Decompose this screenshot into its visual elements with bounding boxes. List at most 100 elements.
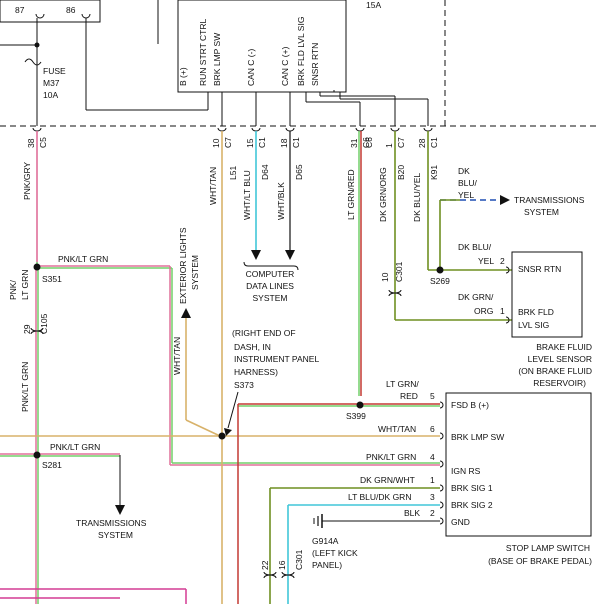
label-pnk-gry: PNK/GRY (22, 162, 32, 200)
connector-id: C1 (291, 137, 301, 148)
label-trans-bottom-1: TRANSMISSIONS (76, 518, 147, 528)
label-g914a-1: G914A (312, 536, 339, 546)
module-pin-86: 86 (66, 5, 76, 15)
module-pin-2: BRK LMP SW (212, 33, 222, 86)
fuse-rating-15a: 15A (366, 0, 381, 10)
inline-connectors (30, 289, 402, 579)
splices (33, 263, 444, 459)
label-exterior-lights-2: SYSTEM (190, 255, 200, 290)
connector-id: C5 (38, 137, 48, 148)
label-right-end-1: (RIGHT END OF (232, 328, 296, 338)
label-blu: BLU/ (458, 178, 478, 188)
module-pin-5: BRK FLD LVL SIG (296, 17, 306, 86)
label-g914a-3: PANEL) (312, 560, 342, 570)
label-k91: K91 (429, 165, 439, 180)
label-yel: YEL (458, 190, 474, 200)
label-pin-5: 5 (430, 391, 435, 401)
label-pnk-ltgrn-mid: PNK/LT GRN (50, 442, 100, 452)
label-s281: S281 (42, 460, 62, 470)
module-pin-3: CAN C (-) (246, 49, 256, 86)
label-pnk-ltgrn-h: PNK/LT GRN (366, 452, 416, 462)
switch-pin-ign-rs: IGN RS (451, 466, 481, 476)
connector-pin-num: 18 (279, 138, 289, 148)
label-exterior-lights-1: EXTERIOR LIGHTS (178, 227, 188, 304)
label-trans-sys-2: SYSTEM (524, 207, 559, 217)
arrows (115, 195, 510, 515)
fuse-id: M37 (43, 78, 60, 88)
label-s269: S269 (430, 276, 450, 286)
label-ltgrn-red: LT GRN/RED (346, 169, 356, 220)
label-wht-blk: WHT/BLK (276, 182, 286, 220)
switch-pin-brk-lmp-sw: BRK LMP SW (451, 432, 504, 442)
label-g914a-2: (LEFT KICK (312, 548, 358, 558)
label-c301: C301 (394, 261, 404, 282)
connector-pin-num: 28 (417, 138, 427, 148)
label-right-end-2: DASH, IN (234, 342, 271, 352)
connector-id: C1 (257, 137, 267, 148)
label-wht-ltblu: WHT/LT BLU (242, 170, 252, 220)
module-pin-0: B (+) (178, 67, 188, 86)
switch-pin-brk-sig-1: BRK SIG 1 (451, 483, 493, 493)
label-l51: L51 (228, 166, 238, 180)
label-pin-1-sensor: 1 (500, 306, 505, 316)
horizontal-labels: PNK/LT GRN S351 PNK/LT GRN S281 (RIGHT E… (42, 166, 585, 570)
label-s373: S373 (234, 380, 254, 390)
label-c6: C6 (364, 137, 374, 148)
module-pin-87: 87 (15, 5, 25, 15)
label-trans-sys-1: TRANSMISSIONS (514, 195, 585, 205)
label-d65: D65 (294, 164, 304, 180)
connector-pin-num: 10 (211, 138, 221, 148)
label-right-end-4: HARNESS) (234, 367, 278, 377)
sensor-pin-snsr-rtn: SNSR RTN (518, 264, 561, 274)
switch-pin-brk-sig-2: BRK SIG 2 (451, 500, 493, 510)
label-pin-4: 4 (430, 452, 435, 462)
label-pin-16: 16 (277, 560, 287, 570)
label-dkblu-yel2-2: YEL (478, 256, 494, 266)
fuse-label: FUSE (43, 66, 66, 76)
connector-tick (217, 127, 227, 132)
connector-pin-num: 1 (384, 143, 394, 148)
connector-tick (251, 127, 261, 132)
connector-id: C6 (361, 137, 371, 148)
switch-title-1: STOP LAMP SWITCH (506, 543, 590, 553)
vertical-labels: PNK/GRY WHT/TAN L51 WHT/LT BLU D64 WHT/B… (8, 137, 439, 570)
label-dkgrn-org1-2: ORG (474, 306, 493, 316)
switch-pin-fsd: FSD B (+) (451, 400, 489, 410)
label-s351: S351 (42, 274, 62, 284)
label-dkblu-yel: DK BLU/YEL (412, 173, 422, 222)
sensor-title-1: BRAKE FLUID (536, 342, 592, 352)
connector-tick (423, 127, 433, 132)
connector-tick (390, 127, 400, 132)
label-computer-3: SYSTEM (253, 293, 288, 303)
sensor-title-2: LEVEL SENSOR (528, 354, 592, 364)
label-pin-6: 6 (430, 424, 435, 434)
label-pnk-ltgrn-low: PNK/LT GRN (20, 362, 30, 412)
label-pnk-ltgrn-v1: PNK/ (8, 280, 18, 300)
label-trans-bottom-2: SYSTEM (98, 530, 133, 540)
label-wht-tan-vert: WHT/TAN (172, 337, 182, 375)
label-pin-2-switch: 2 (430, 508, 435, 518)
label-right-end-3: INSTRUMENT PANEL (234, 354, 319, 364)
connector-tick (32, 127, 42, 132)
label-computer-1: COMPUTER (246, 269, 295, 279)
label-blk: BLK (404, 508, 420, 518)
label-ltblu-dkgrn: LT BLU/DK GRN (348, 492, 411, 502)
label-b20: B20 (396, 165, 406, 180)
connector-id: C7 (396, 137, 406, 148)
sensor-title-4: RESERVOIR) (533, 378, 586, 388)
label-c301b: C301 (294, 549, 304, 570)
label-dkgrn-org1-1: DK GRN/ (458, 292, 494, 302)
connector-pin-num: 31 (349, 138, 359, 148)
label-pin-2-sensor: 2 (500, 256, 505, 266)
connector-tick (285, 127, 295, 132)
wires (0, 131, 512, 604)
fuse-rating: 10A (43, 90, 58, 100)
connector-tick (355, 127, 365, 132)
label-dk: DK (458, 166, 470, 176)
switch-title-2: (BASE OF BRAKE PEDAL) (488, 556, 592, 566)
brake-fluid-level-sensor: SNSR RTN BRK FLD LVL SIG BRAKE FLUID LEV… (511, 251, 592, 388)
fuse-branch: FUSE M37 10A (0, 18, 209, 126)
